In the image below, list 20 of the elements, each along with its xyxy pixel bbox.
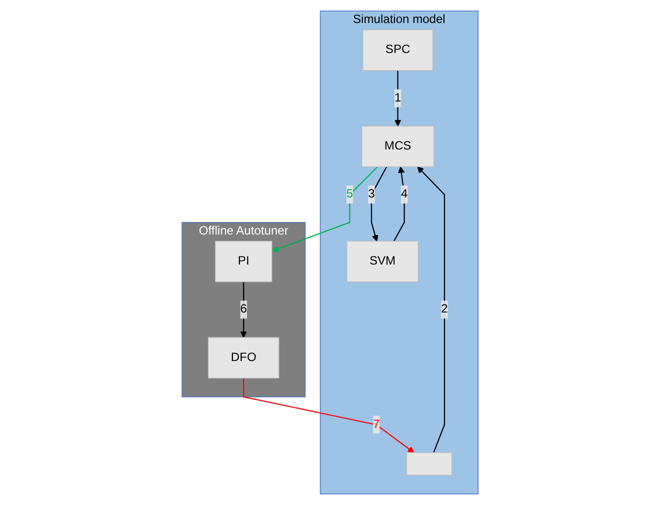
node-box: DFO xyxy=(208,337,280,378)
node-box xyxy=(406,452,452,476)
arrow xyxy=(370,166,388,242)
node-box: SPC xyxy=(362,29,434,71)
arrow xyxy=(393,166,405,242)
edge-label: 5 xyxy=(346,188,353,201)
edge-label: 2 xyxy=(441,302,448,316)
node-box: MCS xyxy=(361,126,434,168)
arrow xyxy=(242,378,414,453)
edge-label: 3 xyxy=(368,188,375,201)
node-box: PI xyxy=(214,240,272,282)
arrow xyxy=(272,166,378,252)
arrow xyxy=(417,166,445,453)
edge-label: 1 xyxy=(394,92,402,104)
edge-label: 7 xyxy=(372,418,380,431)
node-box: SVM xyxy=(346,240,418,282)
edge-label: 6 xyxy=(240,302,247,316)
arrow xyxy=(394,70,402,126)
arrow xyxy=(240,282,247,338)
edge-label: 4 xyxy=(400,188,408,201)
